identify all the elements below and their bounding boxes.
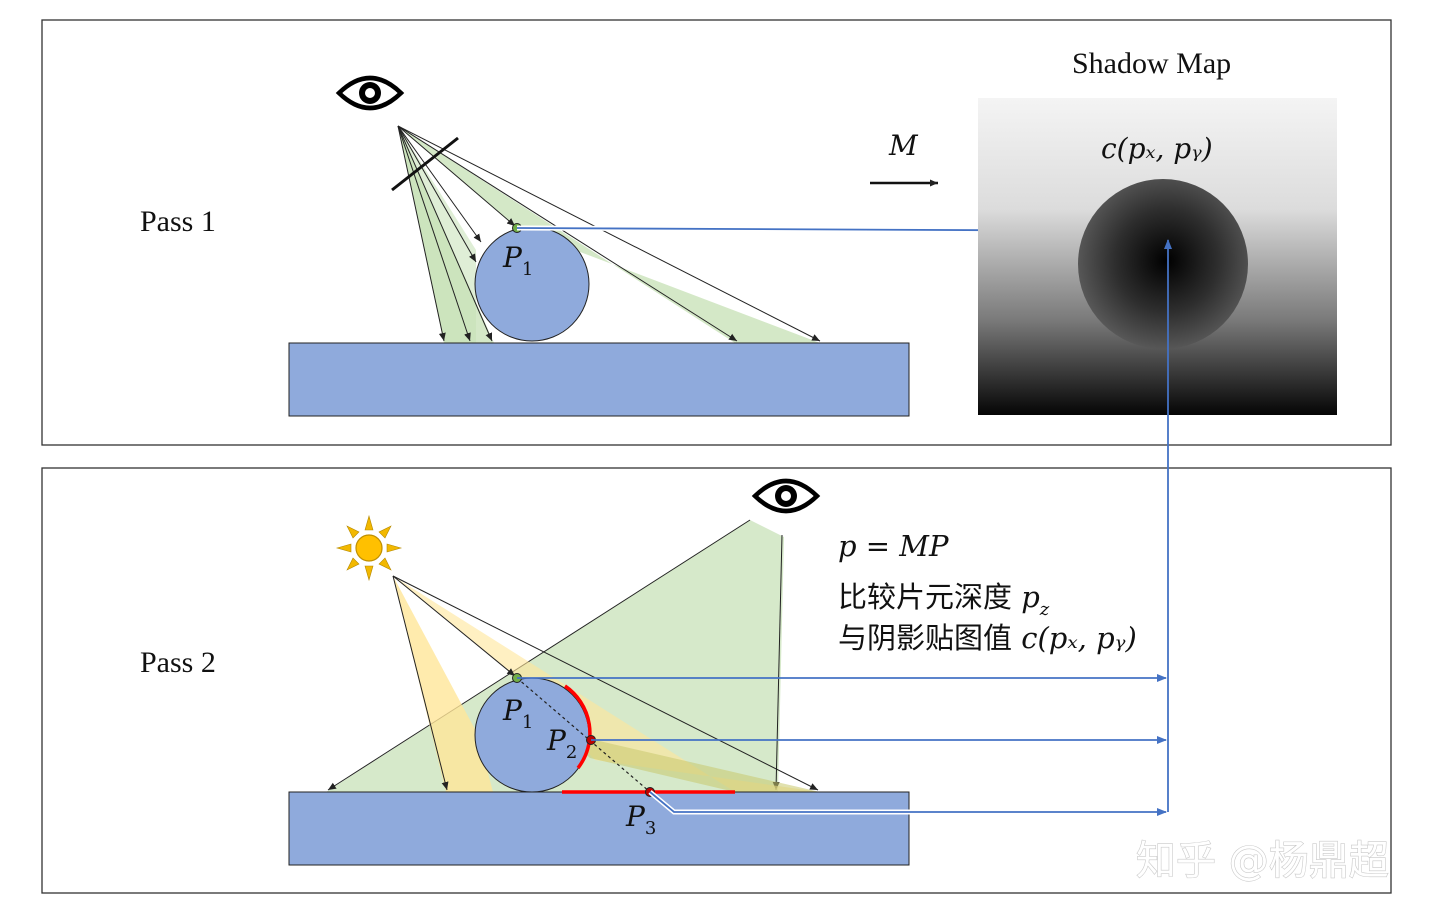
pass1-panel: Pass 1 P1 xyxy=(41,19,1392,446)
pass1-ground-plane xyxy=(288,342,910,417)
shadow-map-lookup-label: c(pₓ, pᵧ) xyxy=(1101,132,1213,165)
shadow-map-sphere-depth xyxy=(1078,179,1248,349)
pass1-label: Pass 1 xyxy=(140,205,216,238)
light-ray-dotted xyxy=(516,677,651,793)
projection-formula: p = MP xyxy=(838,529,949,563)
watermark: 知乎 @杨鼎超 xyxy=(1136,838,1389,884)
pass2-p1-label: P1 xyxy=(502,694,533,733)
shadow-map-title: Shadow Map xyxy=(1072,47,1231,80)
compare-shadowmap-text: 与阴影贴图值 c(pₓ, pᵧ) xyxy=(838,621,1137,655)
eye-icon xyxy=(335,75,405,111)
pass2-sphere xyxy=(474,677,590,793)
pass2-ground-plane xyxy=(288,791,910,866)
sun-icon xyxy=(335,514,403,582)
pass2-p3-label: P3 xyxy=(625,800,656,839)
pass1-sphere xyxy=(474,226,590,342)
eye-icon xyxy=(751,478,821,514)
pass1-light-frustum xyxy=(391,125,821,343)
near-plane xyxy=(391,136,459,192)
pass2-label: Pass 2 xyxy=(140,646,216,679)
compare-depth-text: 比较片元深度 pz xyxy=(838,580,1050,620)
p3-lookup-arrow xyxy=(649,791,1167,816)
pass1-p1-label: P1 xyxy=(502,241,533,280)
pass2-panel: Pass 2 P1 P2 P3 xyxy=(41,467,1392,894)
pass2-p2-label: P2 xyxy=(546,724,577,763)
transform-m-label: M xyxy=(888,129,919,162)
shadowed-sphere-arc xyxy=(564,684,592,770)
